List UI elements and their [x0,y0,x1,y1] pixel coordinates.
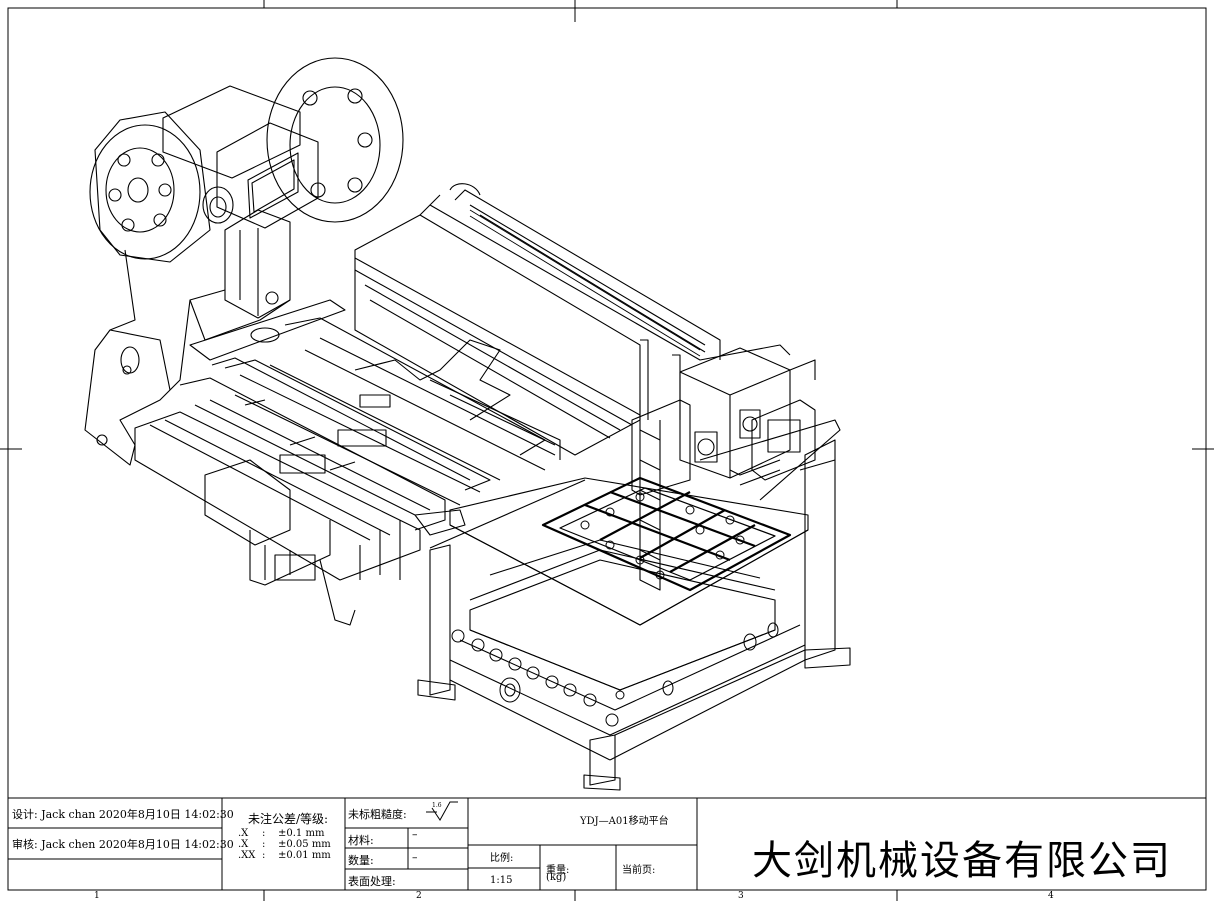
tol-value: ±0.05 mm [278,839,331,850]
surface-treatment-label: 表面处理: [348,875,396,888]
reviewer-line: 审核: Jack chen 2020年8月10日 14:02:30 [12,838,234,851]
material-label: 材料: [348,834,374,847]
zone-number-3: 3 [738,891,744,901]
roughness-symbol-value: 1.6 [432,802,442,809]
roughness-label: 未标粗糙度: [348,808,407,821]
stacking-table [417,439,851,791]
tol-place: .XX [238,850,256,861]
zone-number-4: 4 [1048,891,1054,901]
material-value: – [412,828,418,841]
zone-number-1: 1 [94,891,100,901]
tol-sep: : [262,839,266,850]
company-name: 大剑机械设备有限公司 [752,838,1172,884]
press-flywheel-left [89,111,211,263]
title-block-lines [8,797,1206,890]
tolerance-row-2: .X: ±0.05 mm [238,839,331,850]
weight-unit: (kg) [546,872,567,883]
gantry-carriage [631,339,841,591]
scale-label: 比例: [490,853,514,864]
press-frame [84,249,346,466]
designer-line: 设计: Jack chan 2020年8月10日 14:02:30 [12,808,234,821]
press-head [162,85,319,319]
zone-number-2: 2 [416,891,422,901]
feeder-frame-left [134,317,561,626]
suction-grid [541,476,792,592]
tol-place: .X [238,839,249,850]
machine-drawing [84,57,851,791]
tolerance-title: 未注公差/等级: [248,812,329,826]
quantity-value: – [412,851,418,864]
tol-sep: : [262,828,266,839]
quantity-label: 数量: [348,854,374,867]
press-flywheel-right [266,57,404,223]
drag-chain [469,209,701,357]
conveyor-rollers [451,622,779,727]
tol-value: ±0.1 mm [278,828,325,839]
sheet-border [7,7,1207,891]
tol-sep: : [262,850,266,861]
tolerance-row-1: .X: ±0.1 mm [238,828,324,839]
weight-label: 重量: [546,865,570,876]
tol-value: ±0.01 mm [278,850,331,861]
scale-value: 1:15 [490,875,513,886]
current-page-label: 当前页: [622,865,656,876]
tolerance-row-3: .XX: ±0.01 mm [238,850,331,861]
tol-place: .X [238,828,249,839]
drawing-name: YDJ—A01移动平台 [580,816,669,827]
suction-cups [580,492,745,580]
gantry-rail [354,183,791,456]
